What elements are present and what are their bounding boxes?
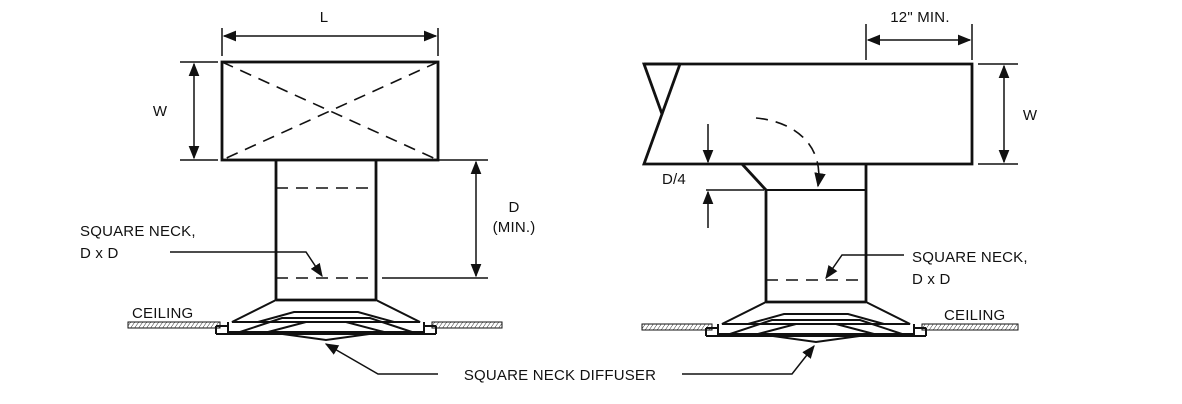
label-width-right: W <box>1023 107 1038 124</box>
right-figure <box>641 24 1019 344</box>
right-takeoff-45 <box>740 163 768 191</box>
label-square-neck-left-1: SQUARE NECK, <box>80 223 196 240</box>
label-depth-min: (MIN.) <box>493 219 536 236</box>
label-width-left: W <box>153 103 168 120</box>
label-twelve-min: 12" MIN. <box>890 9 949 26</box>
left-figure <box>127 28 503 342</box>
label-ceiling-right: CEILING <box>944 307 1005 324</box>
label-depth: D <box>508 199 519 216</box>
left-diffuser <box>215 299 437 342</box>
right-duct-break <box>660 63 682 115</box>
right-ceiling-hatch-1 <box>641 323 713 331</box>
diffuser-leader-left <box>324 343 438 375</box>
left-ceiling-hatch-2 <box>431 321 503 329</box>
label-square-neck-left-2: D x D <box>80 245 119 262</box>
label-length: L <box>320 9 329 26</box>
left-duct-box <box>220 60 440 162</box>
diffuser-leader-right <box>682 344 815 375</box>
right-diffuser <box>705 301 927 344</box>
label-ceiling-left: CEILING <box>132 305 193 322</box>
label-d-quarter: D/4 <box>662 171 686 188</box>
right-ceiling-hatch-2 <box>921 323 1019 331</box>
airflow-arrow <box>755 117 826 188</box>
label-square-neck-right-2: D x D <box>912 271 951 288</box>
left-ceiling-hatch-1 <box>127 321 221 329</box>
label-diffuser: SQUARE NECK DIFFUSER <box>464 367 656 384</box>
left-neck-leader <box>170 251 323 278</box>
right-duct-body <box>642 62 974 166</box>
label-square-neck-right-1: SQUARE NECK, <box>912 249 1028 266</box>
right-neck-leader <box>825 254 904 280</box>
